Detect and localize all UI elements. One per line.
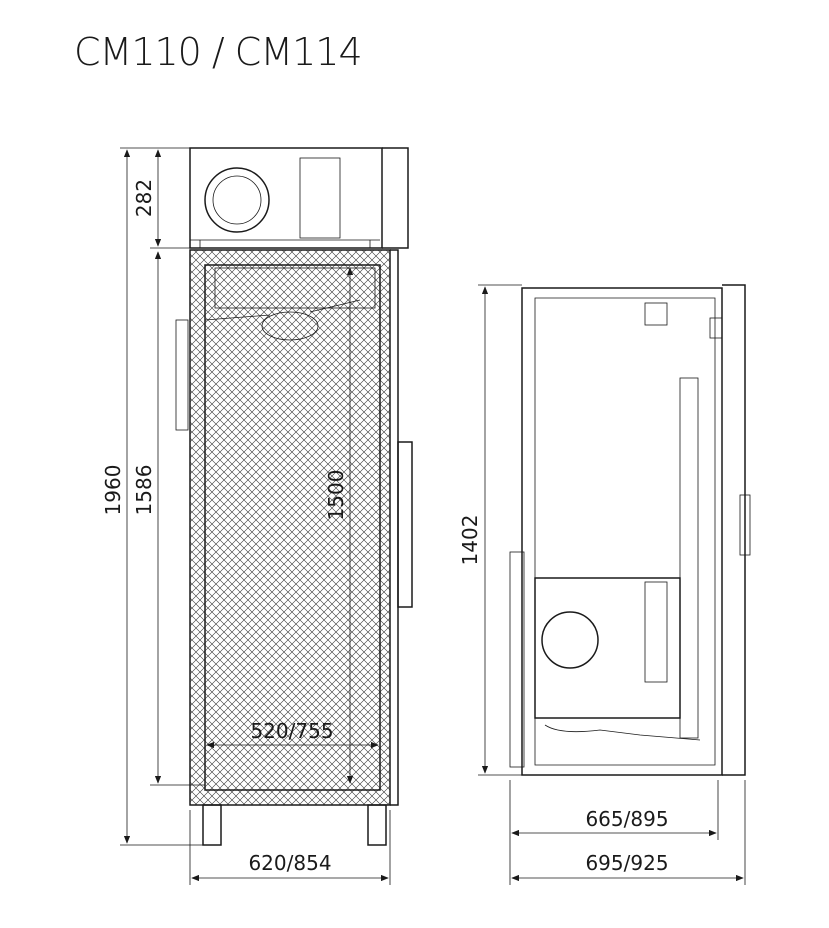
dim-unit-height: 282 [132,179,156,217]
dim-total-depth: 695/925 [585,851,668,875]
evaporator [214,267,376,309]
dim-inner-height: 1500 [324,470,348,521]
condenser [299,157,341,239]
dim-body-depth: 665/895 [585,807,668,831]
dim-outer-width: 620/854 [248,851,331,875]
side-view: 1402 665/895 695/925 [458,284,751,885]
dim-inner-width: 520/755 [250,719,333,743]
side-body [521,287,723,776]
dim-total-height: 1960 [101,465,125,516]
refrigeration-unit [189,147,383,249]
side-condenser [644,581,668,683]
front-view: 1960 282 1586 1500 520/755 620/854 [101,147,413,885]
compressor [204,167,270,233]
side-unit [534,577,681,719]
door-handle [397,441,413,608]
page-title: CM110 / CM114 [74,30,363,74]
leg-left [202,804,222,846]
leg-right [367,804,387,846]
dim-body-height: 1586 [132,465,156,516]
dim-side-height: 1402 [458,515,482,566]
cabinet-interior [204,264,381,791]
side-compressor [541,611,599,669]
